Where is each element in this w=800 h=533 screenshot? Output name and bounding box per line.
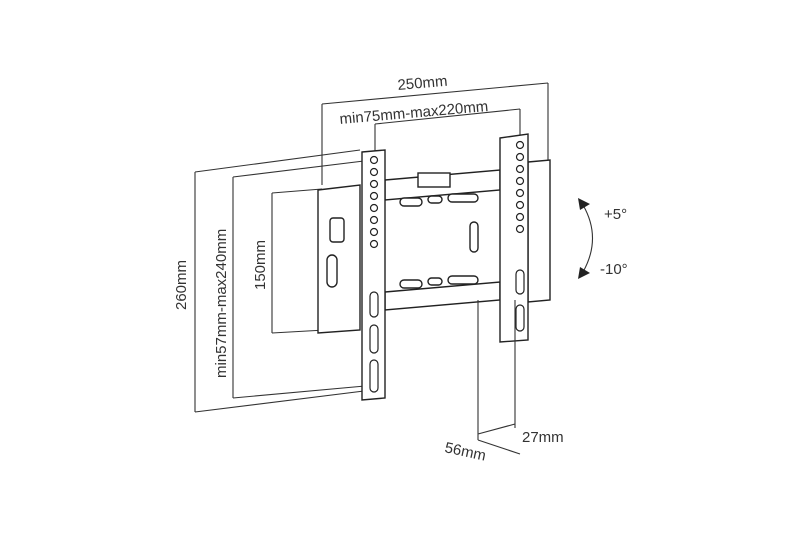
dimension-57-240mm <box>232 159 373 399</box>
dimension-250mm <box>321 82 549 185</box>
label-260mm: 260mm <box>173 260 190 310</box>
label-tilt-up: +5° <box>604 206 627 223</box>
label-27mm: 27mm <box>522 429 564 446</box>
label-56mm: 56mm <box>443 439 487 464</box>
right-vertical-rail <box>499 133 529 343</box>
tilt-arrow-icon <box>578 198 593 279</box>
left-vertical-rail <box>361 149 386 401</box>
label-75-220mm: min75mm-max220mm <box>339 98 489 128</box>
label-250mm: 250mm <box>397 73 448 94</box>
label-57-240mm: min57mm-max240mm <box>213 229 230 378</box>
wall-plate <box>317 159 551 334</box>
label-150mm: 150mm <box>252 240 269 290</box>
dimension-150mm <box>271 188 326 334</box>
dimension-depth <box>477 300 521 455</box>
cross-bars <box>384 169 501 311</box>
dimension-260mm <box>194 149 381 413</box>
label-tilt-down: -10° <box>600 261 628 278</box>
